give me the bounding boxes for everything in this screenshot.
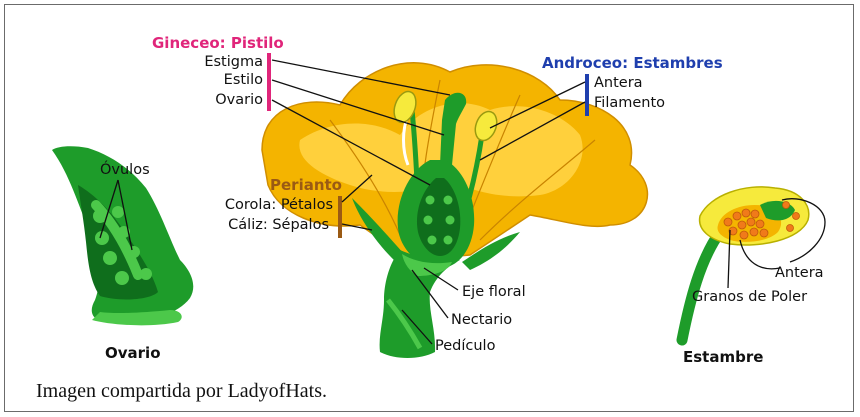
label-gyneceum-title: Gineceo: Pistilo <box>152 34 284 52</box>
label-nectary: Nectario <box>451 312 512 328</box>
label-ovary-caption: Ovario <box>105 344 161 362</box>
ovule <box>103 251 117 265</box>
stamen-filament <box>682 232 720 340</box>
image-credit: Imagen compartida por LadyofHats. <box>36 380 327 403</box>
label-anther: Antera <box>594 75 643 91</box>
label-ovary: Ovario <box>215 92 263 108</box>
label-pedicel: Pedículo <box>435 338 496 354</box>
label-perianth-title: Perianto <box>270 176 342 194</box>
ovule <box>128 246 140 258</box>
label-style: Estilo <box>224 72 263 88</box>
gyneceum-bracket <box>267 53 271 111</box>
ovule <box>112 206 124 218</box>
label-corolla: Corola: Pétalos <box>225 197 333 213</box>
label-stamen-caption: Estambre <box>683 348 763 366</box>
androceo-bracket <box>585 74 589 116</box>
ovule <box>140 268 152 280</box>
ovule <box>115 271 129 285</box>
label-filament: Filamento <box>594 95 665 111</box>
label-stamen-anther: Antera <box>775 265 824 281</box>
label-androceo-title: Androceo: Estambres <box>542 54 723 72</box>
stamen-detail: Antera Granos de Poler Estambre <box>682 187 825 366</box>
label-ovules: Óvulos <box>100 160 150 178</box>
ovary-detail: Óvulos Ovario <box>52 146 193 362</box>
perianth-bracket <box>338 196 342 238</box>
label-pollen: Granos de Poler <box>692 289 807 305</box>
label-floral-axis: Eje floral <box>462 284 526 300</box>
label-calyx: Cáliz: Sépalos <box>228 217 329 233</box>
label-stigma: Estigma <box>204 54 263 70</box>
